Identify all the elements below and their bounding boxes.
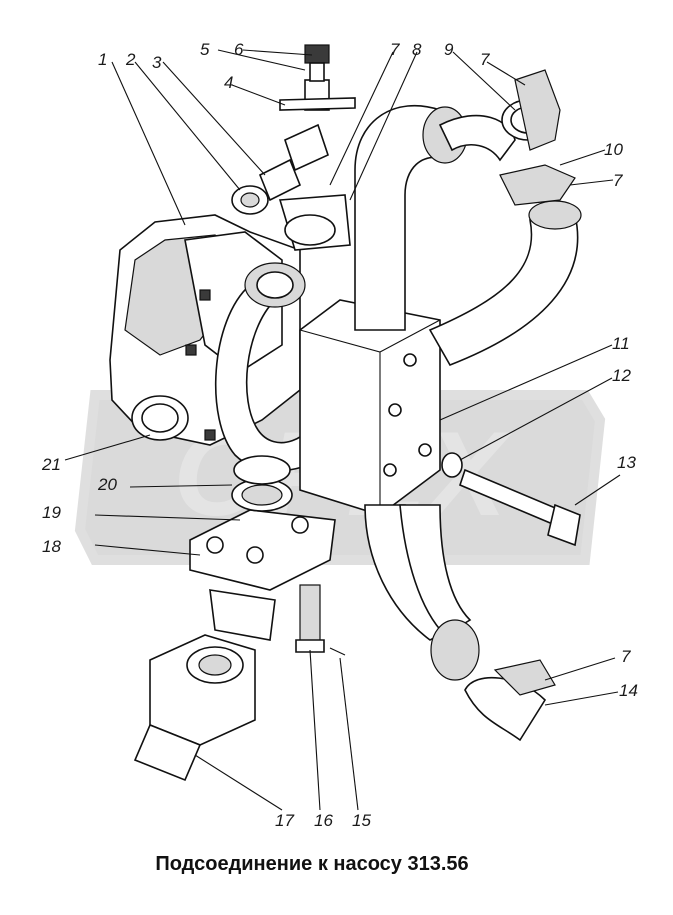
flange-group	[133, 455, 336, 782]
upper-hose	[428, 69, 582, 366]
bolt-13	[441, 452, 581, 547]
callout-5: 5	[200, 40, 210, 59]
callout-15: 15	[352, 811, 371, 830]
callout-3: 3	[152, 53, 162, 72]
callout-18: 18	[42, 537, 61, 556]
callout-2: 2	[125, 50, 136, 69]
leader-lines	[64, 49, 621, 811]
pump-body	[109, 214, 301, 446]
callout-13: 13	[617, 453, 636, 472]
callout-17: 17	[275, 811, 294, 830]
callout-7b: 7	[480, 50, 490, 69]
callout-19: 19	[42, 503, 61, 522]
callout-21: 21	[41, 455, 61, 474]
lower-hose	[364, 504, 556, 742]
fitting-chain	[231, 44, 356, 251]
callout-14: 14	[619, 681, 638, 700]
callout-7d: 7	[621, 647, 631, 666]
callout-8: 8	[412, 40, 422, 59]
callout-11: 11	[612, 334, 630, 353]
callout-10: 10	[604, 140, 623, 159]
callout-20: 20	[97, 475, 117, 494]
callout-1: 1	[98, 50, 107, 69]
bolt-16	[295, 584, 346, 656]
callout-12: 12	[612, 366, 631, 385]
diagram-caption: Подсоединение к насосу 313.56	[155, 853, 468, 875]
callout-6: 6	[234, 40, 244, 59]
callout-16: 16	[314, 811, 333, 830]
callout-4: 4	[224, 73, 233, 92]
manifold-block	[299, 299, 441, 516]
callout-7c: 7	[613, 171, 623, 190]
callout-9: 9	[444, 40, 454, 59]
callout-7a: 7	[390, 40, 400, 59]
callout-labels: 1 2 3 4 5 6 7 8 9 7 10 7 11 12 13 7 14 1…	[41, 40, 638, 830]
